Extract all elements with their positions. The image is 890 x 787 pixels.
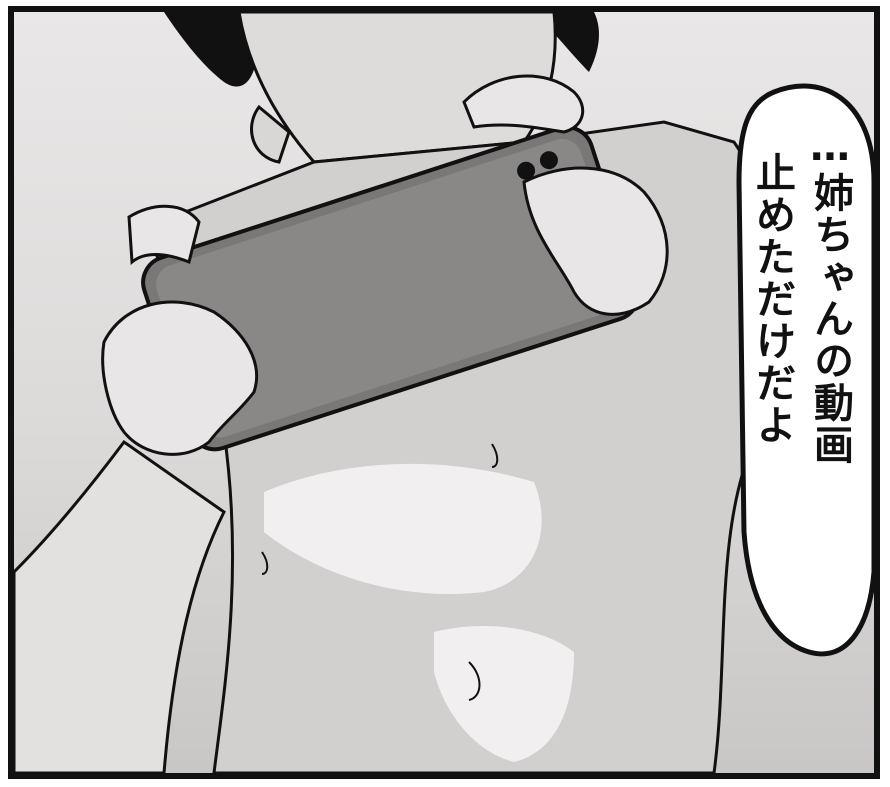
panel-artwork — [14, 12, 874, 773]
hair — [164, 12, 258, 87]
speech-line-1: …姉ちゃんの動画 — [807, 124, 853, 466]
sweat-1 — [491, 443, 499, 468]
hand-right — [522, 166, 669, 316]
sweat-3 — [468, 661, 481, 701]
pec-left — [264, 463, 542, 594]
speech-line-2: 止めただけだよ — [749, 152, 795, 446]
speech-bubble — [736, 83, 874, 657]
hand-right-thumb — [462, 74, 585, 134]
manga-panel: …姉ちゃんの動画 止めただけだよ — [8, 6, 880, 779]
hand-left — [101, 300, 259, 456]
ear-left — [250, 104, 291, 164]
arm-left — [14, 439, 226, 773]
hand-left-fingers — [127, 204, 201, 266]
abs — [434, 626, 574, 762]
sweat-2 — [261, 551, 269, 575]
